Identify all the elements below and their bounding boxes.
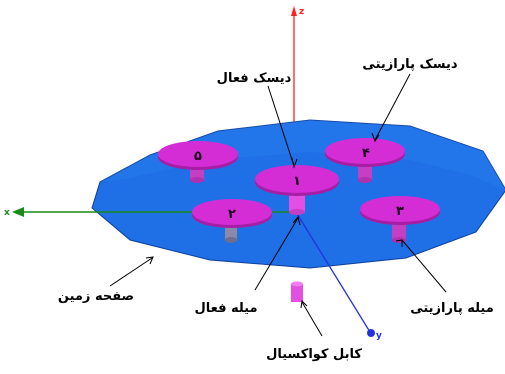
parasitic-disk-4: ۴ [325,138,405,183]
label-active-rod: میله فعال [194,301,257,316]
active-disk-1: ۱ [255,165,339,215]
ground-plane-highlight [100,120,505,190]
leader-lines [109,73,447,337]
label-active-disk: دیسک فعال [217,71,292,86]
label-coax-cable: کابل کواکسیال [266,347,362,362]
parasitic-disk-3: ۳ [360,196,440,243]
parasitic-disk-5: ۵ [158,141,238,183]
parasitic-disk-2: ۲ [192,199,272,243]
y-axis-label: y [376,331,382,341]
disk-number-4: ۴ [362,146,370,161]
x-axis-label: x [4,208,10,218]
disk-number-3: ۳ [396,204,404,219]
disk-number-2: ۲ [228,207,236,222]
disk-number-5: ۵ [194,149,202,164]
label-parasitic-rod: میله پارازیتی [410,301,494,316]
label-parasitic-disk: دیسک پارازیتی [362,57,457,72]
label-ground-plane: صفحه زمین [58,289,134,304]
y-axis: y [295,211,382,341]
disk-number-1: ۱ [293,174,301,189]
z-axis-label: z [299,7,304,17]
coax-feed [291,281,303,302]
